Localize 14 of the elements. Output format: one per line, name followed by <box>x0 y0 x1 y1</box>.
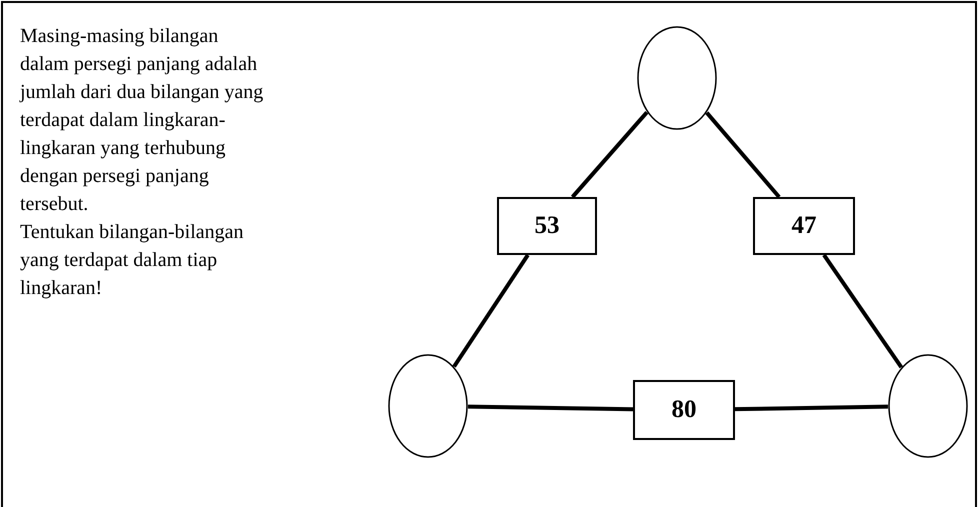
number-box: 53 <box>497 197 597 255</box>
connector-line <box>570 110 648 198</box>
instruction-text: Masing-masing bilangan dalam persegi panjang adalah jumlah dari dua bilangan yang terdapat dalam lingkaran-lingkaran yang terhubung dengan persegi panjang tersebut. <box>20 24 264 217</box>
connector-line <box>734 404 888 412</box>
empty-circle <box>637 26 717 130</box>
empty-circle <box>888 354 968 458</box>
connector-line <box>468 404 634 412</box>
number-box: 80 <box>633 380 735 440</box>
connector-line <box>452 254 530 368</box>
connector-line <box>705 111 781 198</box>
connector-line <box>822 254 903 368</box>
number-box: 47 <box>753 197 855 255</box>
instruction-text: Tentukan bilangan-bilangan yang terdapat dalam tiap lingkaran! <box>20 220 245 301</box>
empty-circle <box>388 354 468 458</box>
